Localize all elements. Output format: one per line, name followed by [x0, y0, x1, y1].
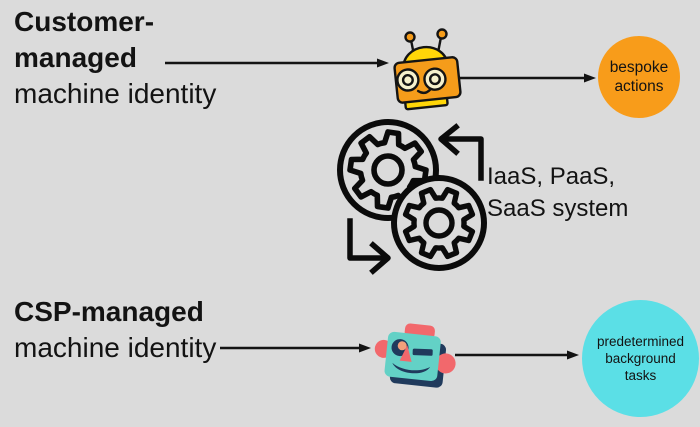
- label-line: Customer-: [14, 6, 155, 37]
- label-line: CSP-managed: [14, 296, 204, 327]
- predetermined-tasks-bubble: predetermined background tasks: [582, 300, 699, 417]
- csp-managed-label: CSP-managed machine identity: [14, 294, 216, 366]
- gear-large: [337, 119, 439, 221]
- bubble-line: bespoke: [609, 59, 669, 76]
- label-line: machine identity: [14, 78, 217, 109]
- bubble-line: background: [605, 351, 676, 366]
- label-line: machine identity: [14, 332, 217, 363]
- arrow-robot-to-bespoke: [450, 73, 596, 83]
- rotate-arrow-bottom: [347, 218, 391, 275]
- label-line: managed: [14, 42, 137, 73]
- customer-managed-label: Customer- managed machine identity: [14, 4, 216, 112]
- arrow-customer-to-robot: [165, 58, 389, 68]
- arrow-csp-to-robot: [220, 343, 371, 353]
- gears-sync-icon: [337, 119, 487, 275]
- bubble-line: tasks: [624, 368, 657, 383]
- rotate-arrow-top: [438, 123, 484, 181]
- teal-robot-icon: [374, 323, 456, 388]
- bubble-line: actions: [614, 78, 664, 95]
- system-label: IaaS, PaaS, SaaS system: [487, 161, 628, 225]
- system-label-line: SaaS system: [487, 195, 629, 222]
- bubble-line: predetermined: [596, 334, 685, 349]
- bespoke-actions-bubble: bespoke actions: [598, 36, 680, 118]
- gear-small: [391, 175, 487, 271]
- orange-robot-icon: [393, 28, 462, 111]
- arrow-robot-to-tasks: [455, 350, 579, 360]
- system-label-line: IaaS, PaaS,: [487, 163, 616, 190]
